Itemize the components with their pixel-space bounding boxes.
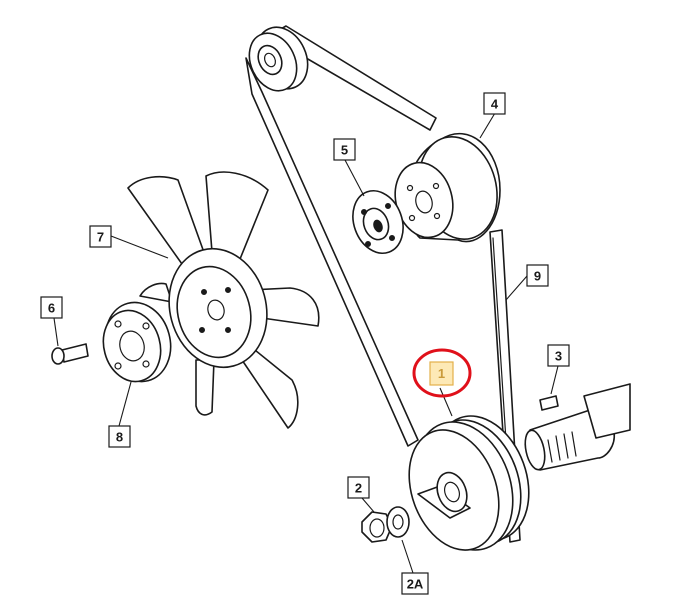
- callout-9-label: 9: [534, 269, 541, 284]
- nut-part-2[interactable]: [361, 511, 393, 543]
- callout-8-label: 8: [116, 430, 123, 445]
- callout-7[interactable]: 7: [89, 225, 112, 248]
- callout-8[interactable]: 8: [108, 425, 131, 448]
- callout-2-label: 2: [355, 481, 362, 496]
- bolt-part-6[interactable]: [51, 343, 89, 365]
- callout-4[interactable]: 4: [483, 92, 506, 115]
- washer-part-2a[interactable]: [386, 506, 410, 538]
- callout-6[interactable]: 6: [40, 296, 63, 319]
- callout-2[interactable]: 2: [347, 476, 370, 499]
- callout-4-label: 4: [491, 97, 499, 112]
- spacer-part-8[interactable]: [96, 295, 180, 389]
- callout-3[interactable]: 3: [547, 344, 570, 367]
- crankshaft-pulley-part-1[interactable]: [393, 403, 545, 564]
- hub-part-5[interactable]: [345, 184, 412, 261]
- callout-7-label: 7: [97, 230, 104, 245]
- callout-3-label: 3: [555, 349, 562, 364]
- callout-1-label: 1: [438, 366, 445, 381]
- callout-2a[interactable]: 2A: [401, 572, 429, 595]
- callout-1-highlighted[interactable]: 1: [412, 348, 472, 398]
- highlight-ring: [412, 348, 472, 398]
- drive-shaft: [524, 383, 631, 471]
- callout-6-label: 6: [48, 301, 55, 316]
- callout-5-label: 5: [341, 143, 348, 158]
- top-idler-pulley[interactable]: [240, 19, 317, 99]
- pulley-part-4[interactable]: [387, 128, 508, 248]
- callout-1-box: [429, 361, 454, 386]
- fan-part-7[interactable]: [127, 171, 320, 429]
- callout-2a-label: 2A: [407, 577, 424, 592]
- callout-9[interactable]: 9: [526, 264, 549, 287]
- leader-lines: [53, 112, 559, 574]
- woodruff-key-part-3[interactable]: [539, 395, 559, 411]
- callout-5[interactable]: 5: [333, 138, 356, 161]
